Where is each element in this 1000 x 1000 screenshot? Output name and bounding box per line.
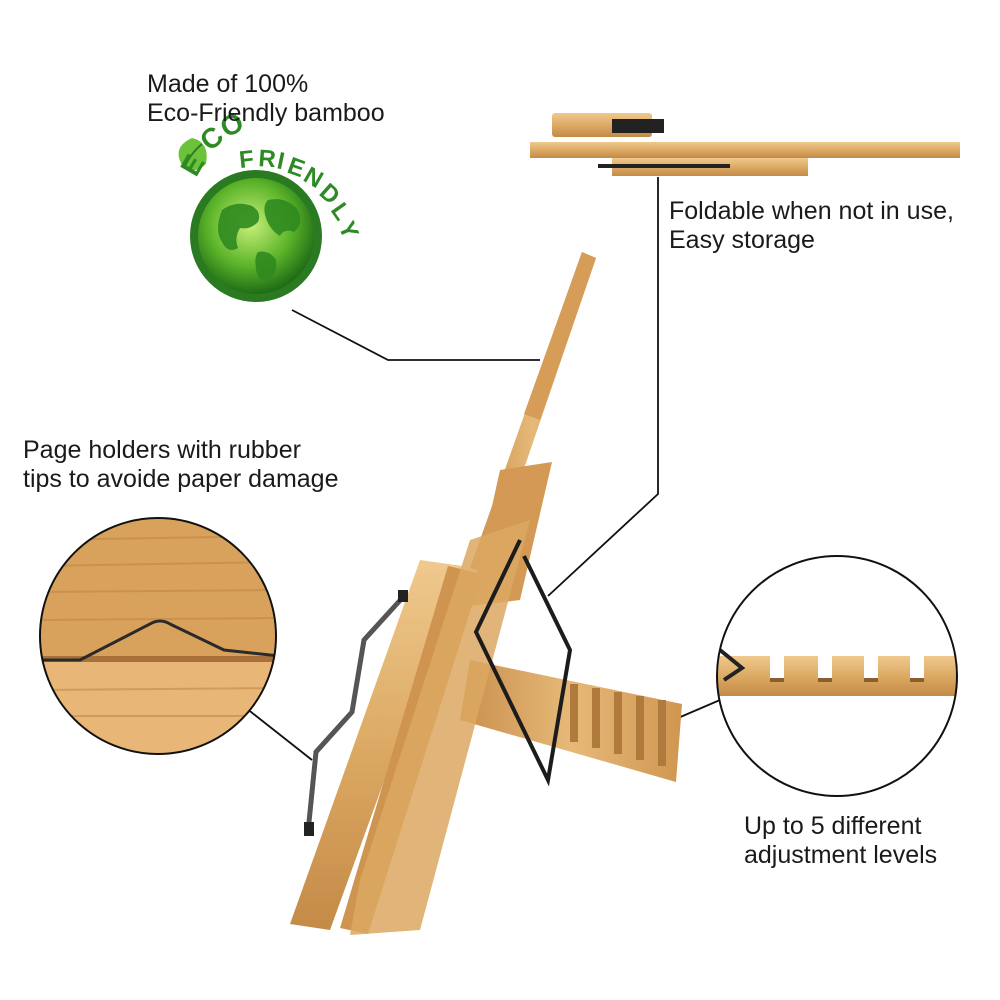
adjustment-caption-line1: Up to 5 different: [744, 812, 922, 840]
globe-icon: [198, 178, 314, 294]
page-holders-caption: Page holders with rubber tips to avoide …: [23, 436, 339, 494]
eco-caption-line2: Eco-Friendly bamboo: [147, 99, 385, 127]
adjustment-caption: Up to 5 different adjustment levels: [744, 812, 937, 870]
svg-text:R: R: [258, 145, 277, 173]
zoom-page-holder: [39, 517, 277, 755]
zoom-adjustment-slots: [716, 555, 958, 797]
foldable-caption: Foldable when not in use, Easy storage: [669, 197, 954, 255]
adjustment-caption-line2: adjustment levels: [744, 841, 938, 869]
eco-caption: Made of 100% Eco-Friendly bamboo: [147, 70, 385, 128]
page-holders-caption-line1: Page holders with rubber: [23, 436, 301, 464]
foldable-caption-line2: Easy storage: [669, 226, 815, 254]
page-holders-caption-line2: tips to avoide paper damage: [23, 465, 339, 493]
svg-text:I: I: [275, 147, 287, 175]
svg-text:F: F: [238, 146, 255, 174]
folded-stand: [530, 113, 960, 176]
eco-caption-line1: Made of 100%: [147, 70, 309, 98]
foldable-caption-line1: Foldable when not in use,: [669, 197, 954, 225]
book-stand: [290, 252, 682, 935]
eco-friendly-badge: E C O F R I E N D L Y: [174, 106, 364, 302]
